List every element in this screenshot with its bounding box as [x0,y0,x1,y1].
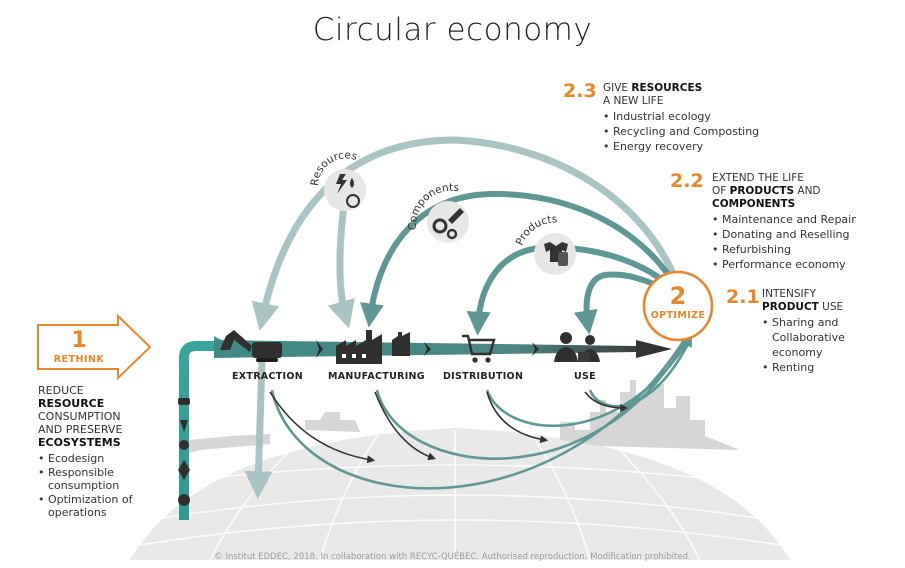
section-2-3-list: Industrial ecology Recycling and Compost… [603,109,759,154]
section-2-3: 2.3 GIVE RESOURCES A NEW LIFE Industrial… [563,82,759,154]
list-item: Refurbishing [712,242,856,257]
section-2-1-list: • Sharing and Collaborative economy • Re… [762,316,845,374]
section-2-2: 2.2 EXTEND THE LIFE OF PRODUCTS AND COMP… [670,172,856,272]
excavator-icon [220,330,282,362]
section-2-2-post2: AND [794,185,821,197]
section-2-1: 2.1 INTENSIFY PRODUCT USE • Sharing and … [726,288,845,375]
users-icon [554,332,600,362]
section-2-1-line1: INTENSIFY [762,288,817,300]
distribution-label: DISTRIBUTION [443,371,524,382]
use-label: USE [574,371,596,382]
list-item: Performance economy [712,257,856,272]
reduce-list: Ecodesign Responsible consumption Optimi… [38,452,188,520]
manufacturing-label: MANUFACTURING [328,371,425,382]
globe-background [130,428,790,561]
copyright-footer: © Institut EDDEC, 2018. In collaboration… [214,552,691,562]
section-2-3-pre: GIVE [603,82,632,94]
list-item: Responsible consumption [38,466,188,493]
section-2-1-number: 2.1 [726,286,760,308]
optimize-label: OPTIMIZE [650,310,706,321]
rethink-badge: 1 RETHINK [40,328,118,366]
section-2-2-pre2: OF [712,185,730,197]
list-item: economy [772,346,823,359]
list-item: Optimization of operations [38,493,188,520]
list-item: Renting [772,361,815,374]
resources-badge [324,169,366,211]
list-item: Energy recovery [603,139,759,154]
reduce-line1: REDUCE [38,384,84,397]
extraction-label: EXTRACTION [232,371,303,382]
section-2-2-number: 2.2 [670,170,704,192]
main-flow-bar [214,340,672,358]
list-item: Maintenance and Repair [712,212,856,227]
section-2-2-line1: EXTEND THE LIFE [712,172,804,184]
skyline-silhouette [178,380,740,456]
shopping-cart-icon [462,334,496,363]
rethink-number: 1 [71,328,87,353]
resources-loops [244,136,687,500]
section-2-3-line2: A NEW LIFE [603,95,664,107]
reduce-line3: CONSUMPTION [38,410,121,423]
section-2-3-number: 2.3 [563,80,597,102]
section-2-1-bold2: PRODUCT [762,301,819,313]
list-item: Collaborative [772,331,845,344]
reduce-line4: AND PRESERVE [38,423,123,436]
list-item: Sharing and [772,316,839,329]
reduce-line5: ECOSYSTEMS [38,436,121,449]
list-item: Recycling and Composting [603,124,759,139]
factory-icon [336,330,410,364]
components-badge [427,201,469,243]
optimize-number: 2 [669,282,687,310]
page-title: Circular economy [312,12,593,48]
section-2-2-bold3: COMPONENTS [712,198,796,210]
reduce-line2: RESOURCE [38,397,105,410]
list-item: Donating and Reselling [712,227,856,242]
rethink-arrow [37,313,152,381]
section-2-2-list: Maintenance and Repair Donating and Rese… [712,212,856,272]
list-item: Industrial ecology [603,109,759,124]
section-2-2-bold2: PRODUCTS [729,185,795,197]
section-2-1-post2: USE [818,301,844,313]
list-item: Ecodesign [38,452,188,466]
optimize-circle [642,270,714,342]
reduce-block: REDUCE RESOURCE CONSUMPTION AND PRESERVE… [38,384,188,520]
optimize-badge: 2 OPTIMIZE [644,284,712,321]
waste-flows [269,391,629,464]
section-2-3-bold: RESOURCES [631,82,703,94]
products-badge [534,233,576,275]
rethink-label: RETHINK [53,354,105,365]
